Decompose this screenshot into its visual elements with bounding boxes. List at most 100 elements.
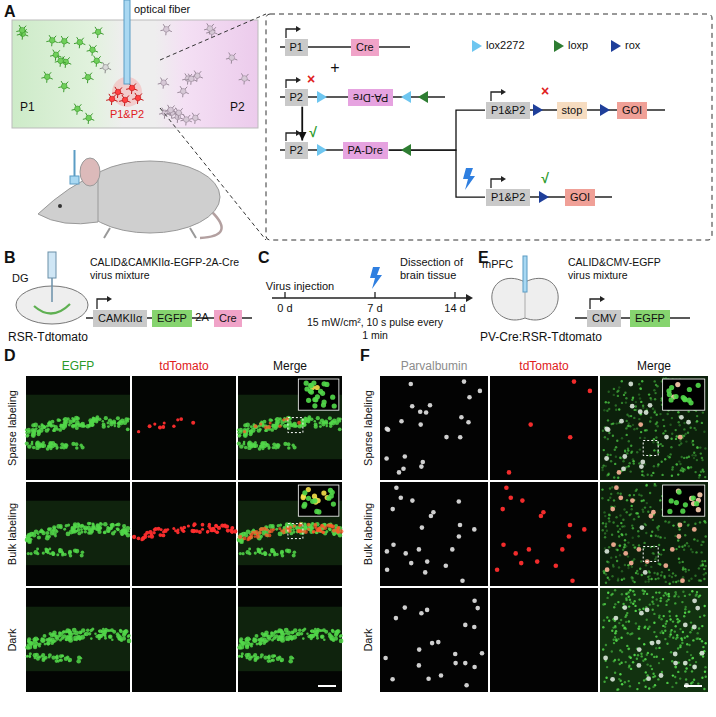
cell-signal (686, 456, 688, 458)
cell-signal (298, 628, 302, 632)
cell-signal (692, 440, 694, 442)
cell-signal (320, 391, 325, 396)
micrograph-ground (380, 376, 488, 480)
cell-signal (272, 446, 275, 449)
promoter-arrowhead (296, 130, 301, 136)
cell-signal (607, 401, 609, 403)
neuron-cell (239, 73, 250, 84)
cell-signal (73, 636, 78, 641)
neuron-soma (122, 97, 128, 103)
cell-signal (243, 536, 247, 540)
cell-signal (109, 526, 112, 529)
cell-signal (616, 440, 618, 442)
cell-signal (659, 413, 661, 415)
cell-signal (63, 418, 66, 421)
cell-signal (114, 425, 116, 427)
cell-signal (28, 641, 31, 644)
cell-signal (274, 630, 277, 633)
neuron-cell (100, 62, 111, 73)
cell-signal (582, 527, 587, 532)
cell-signal (614, 449, 616, 451)
cell-signal (46, 638, 51, 643)
cell-signal (680, 442, 682, 444)
cell-signal (612, 435, 614, 437)
cell-signal (324, 419, 328, 423)
cell-signal (29, 538, 32, 541)
cell-signal (137, 430, 140, 433)
cell-signal (607, 438, 609, 440)
cell-signal (264, 633, 268, 637)
micrograph (490, 588, 598, 692)
cell-signal (49, 552, 52, 555)
cell-signal (30, 552, 33, 555)
cell-signal (281, 554, 285, 558)
cell-signal (53, 527, 56, 530)
cell-signal (633, 462, 635, 464)
cell-signal (74, 525, 77, 528)
cell-signal (332, 533, 335, 536)
cell-signal (428, 403, 433, 408)
cell-signal (158, 425, 162, 429)
cell-signal (246, 645, 249, 648)
cell-signal (475, 606, 480, 611)
cell-signal (242, 442, 245, 445)
cell-signal (703, 431, 705, 433)
cell-signal (48, 653, 52, 657)
inset-frame (298, 379, 339, 410)
cell-signal (254, 441, 257, 444)
cell-signal (420, 525, 425, 530)
timeline-tick (454, 292, 455, 298)
cell-signal (122, 633, 126, 637)
cell-signal (662, 432, 664, 434)
cell-signal (38, 425, 41, 428)
cell-signal (607, 419, 609, 421)
cell-signal (243, 430, 246, 433)
cell-signal (216, 531, 219, 534)
cell-signal (682, 470, 684, 472)
cell-signal (30, 442, 33, 445)
cell-signal (312, 531, 315, 534)
cell-signal (310, 630, 313, 633)
cell-signal (509, 496, 514, 501)
cell-signal (685, 440, 687, 442)
cell-signal (698, 476, 700, 478)
mouse-ear (80, 158, 100, 186)
cell-signal (248, 552, 251, 555)
cell-signal (32, 434, 35, 437)
cell-signal (282, 418, 285, 421)
cell-signal (153, 423, 156, 426)
cell-signal (116, 528, 119, 531)
cell-signal (42, 441, 45, 444)
cell-signal (618, 386, 620, 388)
cell-signal (66, 532, 71, 537)
cell-signal (42, 656, 46, 660)
micrograph (25, 482, 130, 586)
cell-signal (251, 428, 256, 433)
micrograph-ground (490, 588, 598, 692)
branch-line (389, 150, 485, 197)
cell-signal (237, 434, 240, 437)
cell-signal (690, 466, 692, 468)
cell-signal (102, 628, 105, 631)
cell-signal (572, 379, 577, 384)
cell-signal (462, 379, 467, 384)
cell-signal (259, 422, 263, 426)
cell-signal (71, 442, 75, 446)
cell-signal (72, 420, 75, 423)
cell-signal (259, 428, 262, 431)
cell-signal (257, 548, 261, 552)
cell-signal (312, 403, 317, 408)
cell-signal (253, 535, 256, 538)
cell-signal (166, 528, 169, 531)
cell-signal (616, 391, 618, 393)
cell-signal (267, 637, 271, 641)
cell-signal (650, 398, 652, 400)
cell-signal (642, 405, 644, 407)
cell-signal (513, 551, 518, 556)
neuron-cell (180, 114, 191, 125)
neuron-cell (83, 113, 94, 124)
cell-signal (248, 638, 251, 641)
cell-signal (117, 638, 120, 641)
cell-signal (292, 422, 296, 426)
cell-signal (314, 632, 318, 636)
